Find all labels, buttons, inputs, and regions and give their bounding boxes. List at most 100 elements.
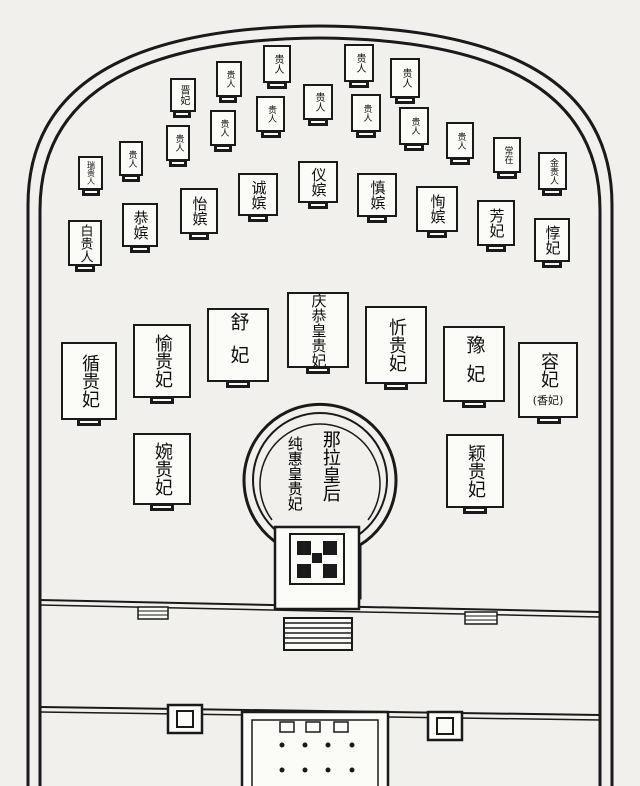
stele [261,131,281,138]
tomb-label: 纯惠皇贵妃 [285,436,304,511]
tomb-r1-o: 常在 [493,137,521,173]
stele [367,216,387,223]
tomb-r2-f: 慎嫔 [357,173,397,217]
tomb-r2-i: 惇妃 [534,218,570,262]
tomb-label: 贵人 [218,119,229,137]
central-mound-inner [259,423,381,521]
tomb-r1-p: 金贵人 [538,152,567,190]
tomb-label: 白贵人 [77,223,93,263]
tomb-r1-k: 贵人 [351,94,381,132]
tomb-label: 贵人 [409,117,420,135]
tomb-r1-l: 贵人 [390,58,420,98]
stele [226,381,250,388]
altar-inner [289,533,345,585]
tomb-label: 惇妃 [543,225,562,255]
tomb-label: 瑞贵人 [86,161,96,185]
tomb-label: 舒妃 [227,312,250,378]
tomb-label: 那拉皇后 [319,430,341,502]
stele [308,119,328,126]
tomb-r1-d: 贵人 [210,110,236,146]
stele [130,246,150,253]
stele [450,158,470,165]
tomb-r1-n: 贵人 [446,122,474,159]
tomb-label: 婉贵妃 [152,442,173,496]
tomb-r1-h: 贵人 [263,45,291,83]
stele [542,189,562,196]
tomb-label: 豫妃 [463,335,486,393]
stele [219,96,237,103]
tomb-r3-c: 舒妃 [207,308,269,382]
tomb-center-right: 那拉皇后 [319,430,341,507]
tomb-label: 贵人 [126,149,137,168]
tomb-r1-a: 瑞贵人 [78,156,103,190]
tomb-r1-c: 贵人 [166,125,190,161]
tomb-label: 贵人 [266,105,276,123]
divider-wall-upper-2 [39,604,601,618]
tomb-label: 循贵妃 [79,354,100,408]
stele [189,233,209,240]
tomb-r3-a: 循贵妃 [61,342,117,420]
stele [214,145,232,152]
tomb-label: 金贵人 [548,157,558,185]
tomb-label: 贵人 [455,131,466,150]
stele [173,111,191,118]
tomb-r4-b: 颖贵妃 [446,434,504,508]
tomb-label: 慎嫔 [368,180,387,210]
stele [122,175,140,182]
stele [77,419,101,426]
gate-right [426,710,464,742]
tomb-label: 贵人 [224,70,235,88]
tomb-label: 仪嫔 [309,167,328,197]
central-mound-outer [242,402,398,600]
tomb-r2-a: 白贵人 [68,220,102,266]
stele [404,144,424,151]
front-hall [240,710,390,786]
stele [537,417,561,424]
tomb-label: 贵人 [400,68,411,88]
tomb-label: 诚嫔 [249,179,268,210]
tomb-r1-f: 晋妃 [170,78,196,112]
tomb-r2-b: 恭嫔 [122,203,158,247]
stele [427,231,447,238]
stele [308,202,328,209]
central-altar [273,525,361,611]
tomb-center-left: 纯惠皇贵妃 [285,436,304,515]
tomb-label: 容妃 [538,352,559,388]
tomb-r1-m: 贵人 [399,107,429,145]
tomb-label: 芳妃 [487,208,506,238]
tomb-r2-g: 恂嫔 [416,186,458,232]
stele [486,245,506,252]
tomb-r3-e: 忻贵妃 [365,306,427,384]
stele [169,160,187,167]
tomb-label: 贵人 [173,134,184,152]
tomb-r4-a: 婉贵妃 [133,433,191,505]
inner-wall [38,36,602,786]
tomb-r2-h: 芳妃 [477,200,515,246]
stele [306,367,330,374]
tomb-label: 恂嫔 [428,194,447,224]
tomb-sublabel: (香妃) [532,394,564,407]
tomb-r3-b: 愉贵妃 [133,324,191,398]
tomb-r1-j: 贵人 [344,44,374,82]
stele [150,397,174,404]
tomb-label: 颖贵妃 [465,444,486,498]
tomb-label: 贵人 [313,92,324,112]
tomb-r2-c: 怡嫔 [180,188,218,234]
stele [395,97,415,104]
tomb-label: 贵人 [272,54,283,74]
tomb-label: 晋妃 [178,85,189,105]
tomb-r1-i: 贵人 [303,84,333,120]
stele [248,215,268,222]
tomb-r1-b: 贵人 [119,141,143,176]
stele [463,507,487,514]
central-stairs [283,617,353,651]
tomb-label: 常在 [502,146,513,164]
stele [267,82,287,89]
stele [356,131,376,138]
stele [497,172,517,179]
gate-left [166,703,204,735]
stele [75,265,95,272]
tomb-label: 愉贵妃 [152,334,173,388]
stele [349,81,369,88]
stele [150,504,174,511]
